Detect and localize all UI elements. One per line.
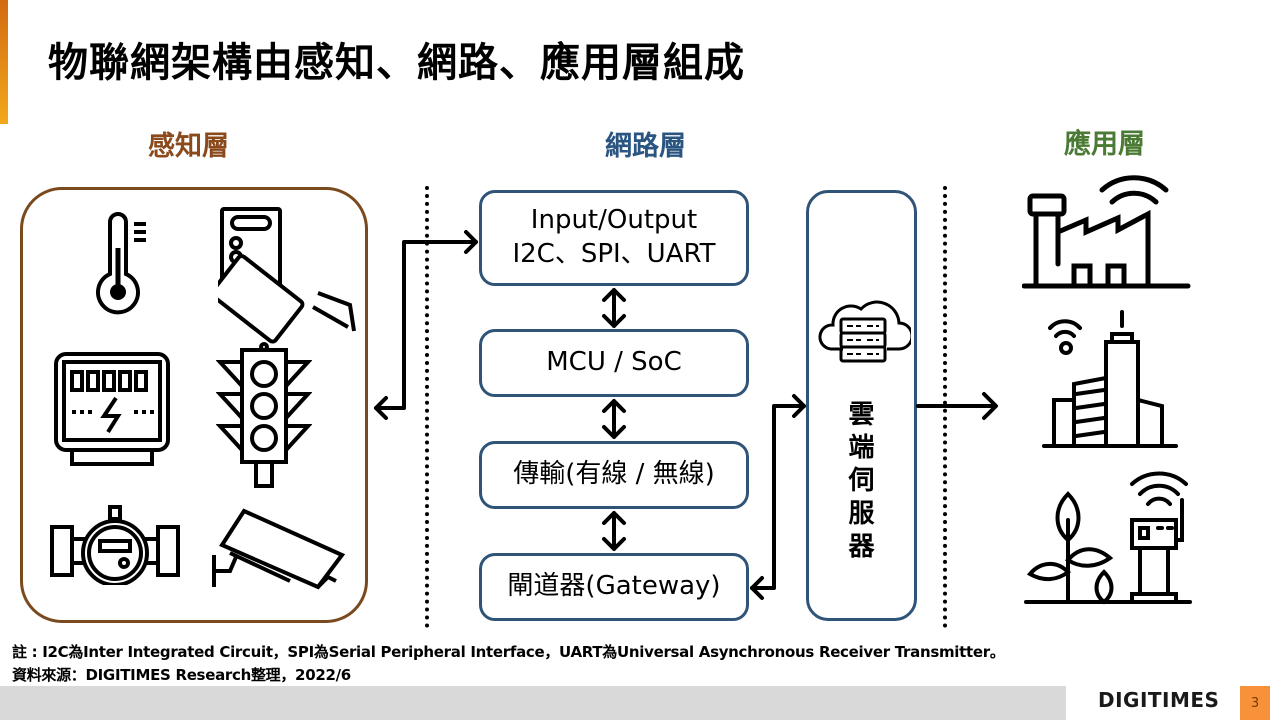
water-meter-icon bbox=[50, 505, 180, 585]
digitimes-logo: DIGITIMES bbox=[1098, 688, 1220, 712]
footer-bar bbox=[0, 686, 1066, 720]
transmission-box-label: 傳輸(有線 / 無線) bbox=[513, 459, 715, 490]
cloud-server-label: 雲端伺服器 bbox=[848, 400, 875, 562]
thermometer-icon bbox=[96, 212, 146, 315]
traffic-light-icon bbox=[216, 342, 312, 488]
gateway-cloud-arrow bbox=[750, 404, 806, 590]
electric-meter-icon bbox=[54, 352, 170, 466]
mcu-box: MCU / SoC bbox=[479, 329, 749, 397]
accent-bar bbox=[0, 0, 8, 124]
transmission-gateway-arrow bbox=[602, 511, 626, 551]
network-layer-label: 網路層 bbox=[605, 131, 686, 162]
separator-left bbox=[425, 186, 429, 628]
footnote: 註 : I2C為Inter Integrated Circuit，SPI為Ser… bbox=[12, 643, 1005, 661]
transmission-box: 傳輸(有線 / 無線) bbox=[479, 441, 749, 509]
smart-agriculture-icon bbox=[1024, 471, 1192, 605]
application-layer-label: 應用層 bbox=[1064, 129, 1145, 160]
cloud-server-icon bbox=[818, 300, 911, 363]
separator-right bbox=[943, 186, 947, 628]
io-box-line2: I2C、SPI、UART bbox=[512, 239, 716, 269]
card-reader-icon bbox=[218, 207, 356, 344]
mcu-box-label: MCU / SoC bbox=[546, 347, 682, 378]
sensing-layer-label: 感知層 bbox=[148, 131, 229, 162]
io-mcu-arrow bbox=[602, 288, 626, 328]
page-number: 3 bbox=[1240, 686, 1270, 720]
security-camera-icon bbox=[212, 508, 345, 590]
source-note: 資料來源：DIGITIMES Research整理，2022/6 bbox=[12, 666, 351, 684]
gateway-box-label: 閘道器(Gateway) bbox=[507, 571, 721, 602]
mcu-transmission-arrow bbox=[602, 399, 626, 439]
gateway-box: 閘道器(Gateway) bbox=[479, 553, 749, 621]
io-box-line1: Input/Output bbox=[530, 205, 698, 236]
smart-city-icon bbox=[1042, 310, 1178, 448]
smart-factory-icon bbox=[1022, 175, 1191, 289]
cloud-server-box: 雲端伺服器 bbox=[806, 190, 917, 621]
sensing-layer-box bbox=[20, 187, 368, 623]
io-box: Input/Output I2C、SPI、UART bbox=[479, 190, 749, 286]
slide-title: 物聯網架構由感知、網路、應用層組成 bbox=[48, 40, 745, 86]
